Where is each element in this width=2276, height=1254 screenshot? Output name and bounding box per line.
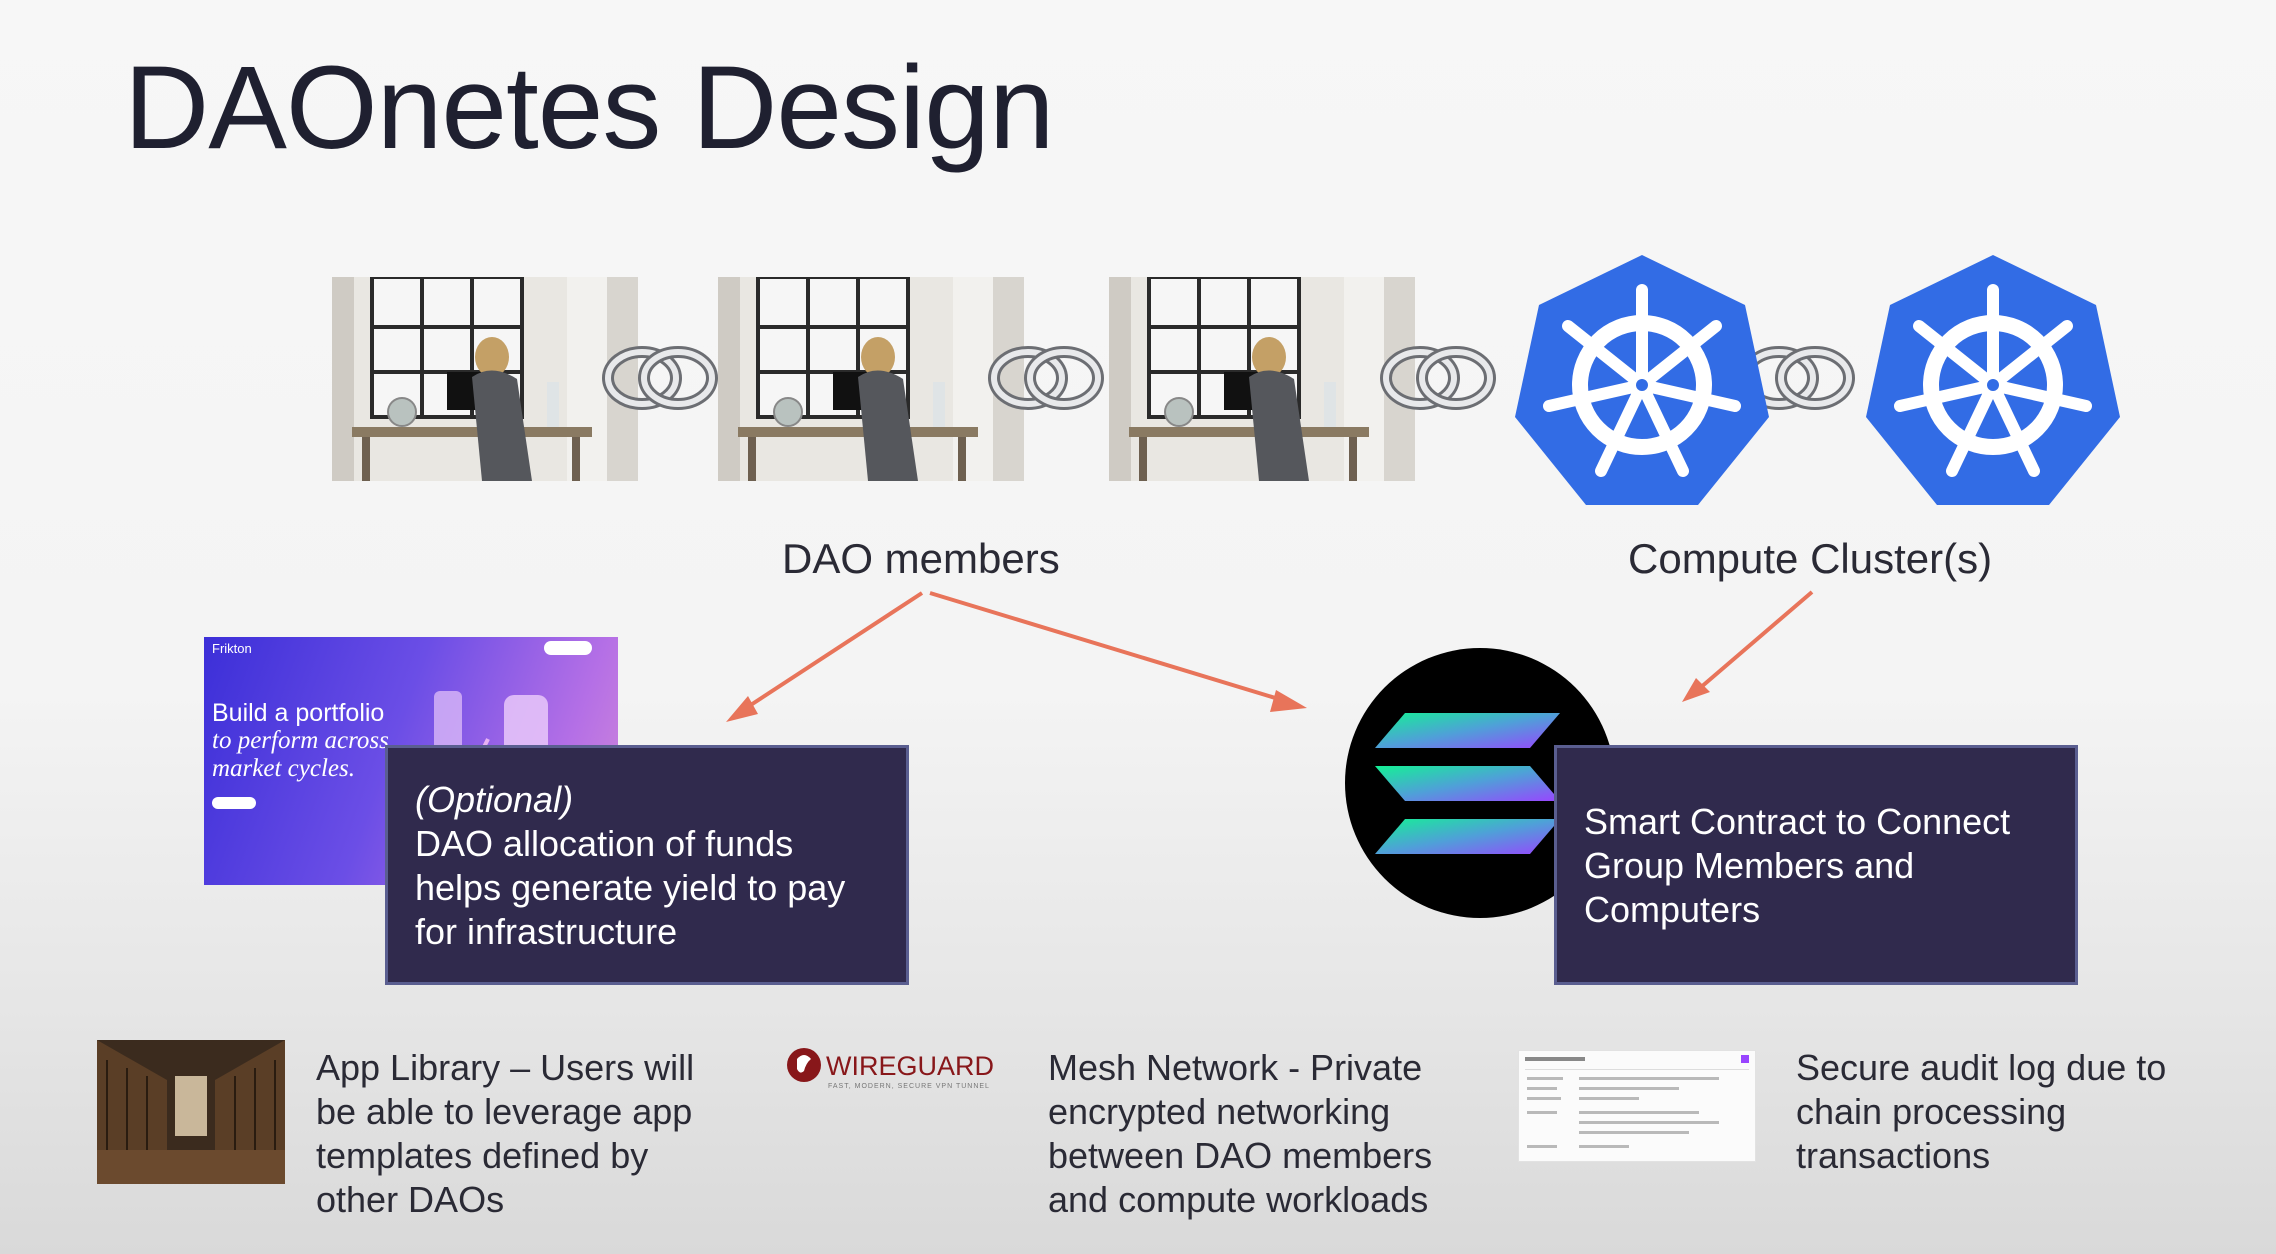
audit-log-text: Secure audit log due to chain processing… xyxy=(1796,1046,2166,1178)
footer-text-line: App Library – Users will xyxy=(316,1047,695,1088)
footer-text-line: transactions xyxy=(1796,1135,1991,1176)
card-text-line: Computers xyxy=(1584,889,1761,930)
wireguard-logo: WIREGUARD FAST, MODERN, SECURE VPN TUNNE… xyxy=(786,1045,1018,1091)
portfolio-button xyxy=(212,797,256,809)
dao-members-label: DAO members xyxy=(782,535,1060,582)
app-library-text: App Library – Users will be able to leve… xyxy=(316,1046,694,1222)
footer-text-line: templates defined by xyxy=(316,1135,649,1176)
portfolio-headline-2: to perform across xyxy=(212,727,389,754)
library-image xyxy=(97,1040,285,1184)
card-text-line: Group Members and xyxy=(1584,845,1915,886)
mesh-network-text: Mesh Network - Private encrypted network… xyxy=(1048,1046,1432,1222)
card-text-line: DAO allocation of funds xyxy=(415,823,794,864)
portfolio-headline-3: market cycles. xyxy=(212,755,355,782)
footer-text-line: other DAOs xyxy=(316,1179,505,1220)
footer-text-line: encrypted networking xyxy=(1048,1091,1391,1132)
portfolio-headline-1: Build a portfolio xyxy=(212,699,385,727)
footer-text-line: Secure audit log due to xyxy=(1796,1047,2167,1088)
footer-text-line: be able to leverage app xyxy=(316,1091,693,1132)
optional-funding-card: (Optional) DAO allocation of funds helps… xyxy=(385,745,909,985)
portfolio-brand: Frikton xyxy=(212,641,252,656)
compute-cluster-label: Compute Cluster(s) xyxy=(1628,535,1993,582)
smart-contract-card: Smart Contract to Connect Group Members … xyxy=(1554,745,2078,985)
footer-text-line: chain processing xyxy=(1796,1091,2067,1132)
footer-text-line: and compute workloads xyxy=(1048,1179,1429,1220)
transaction-screenshot xyxy=(1518,1050,1756,1162)
footer-text-line: between DAO members xyxy=(1048,1135,1433,1176)
footer-text-line: Mesh Network - Private xyxy=(1048,1047,1423,1088)
wireguard-wordmark: WIREGUARD xyxy=(826,1051,994,1081)
card-text-line: Smart Contract to Connect xyxy=(1584,801,2011,842)
slide-title: DAOnetes Design xyxy=(124,42,1054,174)
card-optional-tag: (Optional) xyxy=(415,779,574,820)
card-text-line: for infrastructure xyxy=(415,911,678,952)
wireguard-tagline: FAST, MODERN, SECURE VPN TUNNEL xyxy=(828,1083,990,1090)
portfolio-cta-pill xyxy=(544,641,592,655)
card-text-line: helps generate yield to pay xyxy=(415,867,846,908)
